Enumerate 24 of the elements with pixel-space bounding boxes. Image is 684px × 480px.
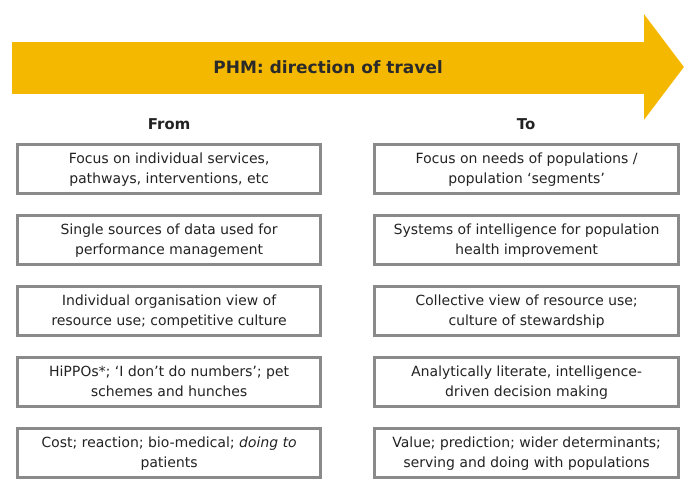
text-box bbox=[16, 143, 322, 195]
column-heading: To bbox=[516, 115, 536, 133]
text-box bbox=[373, 143, 680, 195]
banner-title: PHM: direction of travel bbox=[212, 57, 444, 80]
box-text: Collective view of resource use; culture of stewardship bbox=[414, 292, 639, 331]
text-box bbox=[16, 427, 322, 479]
box-text: HiPPOs*; ‘I don’t do numbers’; pet schemes and hunches bbox=[48, 363, 290, 402]
text-box bbox=[373, 356, 680, 408]
box-text: Single sources of data used for performance management bbox=[59, 221, 279, 260]
text-box bbox=[373, 427, 680, 479]
column-heading: From bbox=[148, 115, 190, 133]
box-text: Focus on needs of populations / population ‘segments’ bbox=[414, 150, 638, 189]
text-box bbox=[16, 285, 322, 337]
box-text: Systems of intelligence for population health improvement bbox=[392, 221, 660, 260]
text-box bbox=[16, 214, 322, 266]
box-text: Cost; reaction; bio-medical; doing to patients bbox=[40, 434, 298, 473]
text-box bbox=[373, 285, 680, 337]
box-text: Individual organisation view of resource use; competitive culture bbox=[50, 292, 288, 331]
box-text: Value; prediction; wider determinants; serving and doing with populations bbox=[391, 434, 662, 473]
text-box bbox=[373, 214, 680, 266]
text-box bbox=[16, 356, 322, 408]
arrow-banner bbox=[12, 14, 684, 120]
box-text: Focus on individual services, pathways, interventions, etc bbox=[68, 150, 270, 189]
box-text: Analytically literate, intelligence-driven decision making bbox=[410, 363, 643, 402]
